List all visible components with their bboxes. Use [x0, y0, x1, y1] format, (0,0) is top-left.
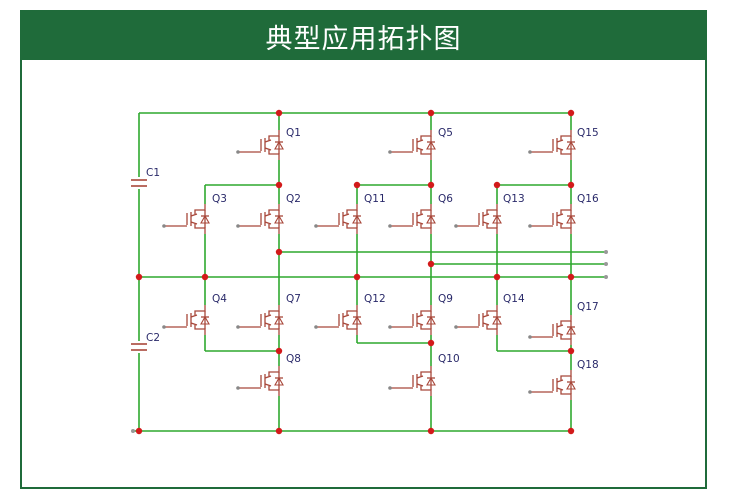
junction-node: [427, 260, 435, 268]
igbt-q17: [528, 315, 576, 345]
diagram-title: 典型应用拓扑图: [265, 23, 462, 55]
igbt-q12: [314, 305, 362, 335]
label-q15: Q15: [577, 127, 599, 139]
junction-node: [567, 273, 575, 281]
devices: [131, 130, 576, 400]
label-q8: Q8: [286, 353, 301, 365]
label-c1: C1: [146, 167, 160, 179]
capacitor-c1: [131, 179, 147, 187]
igbt-q4: [162, 305, 210, 335]
diagram-frame: 典型应用拓扑图: [20, 10, 707, 489]
label-q12: Q12: [364, 293, 386, 305]
igbt-q7: [236, 305, 284, 335]
igbt-q13: [454, 204, 502, 234]
junction-node: [427, 181, 435, 189]
junction-node: [493, 273, 501, 281]
junction-node: [567, 109, 575, 117]
junction-node: [135, 273, 143, 281]
title-banner: 典型应用拓扑图: [22, 12, 705, 60]
junction-node: [567, 347, 575, 355]
label-q13: Q13: [503, 193, 525, 205]
igbt-q6: [388, 204, 436, 234]
junction-node: [275, 109, 283, 117]
igbt-q14: [454, 305, 502, 335]
igbt-q5: [388, 130, 436, 160]
igbt-q16: [528, 204, 576, 234]
junction-node: [275, 181, 283, 189]
capacitor-c2: [131, 343, 147, 351]
igbt-q15: [528, 130, 576, 160]
label-q11: Q11: [364, 193, 386, 205]
terminal-node: [604, 262, 608, 266]
igbt-q2: [236, 204, 284, 234]
label-q2: Q2: [286, 193, 301, 205]
label-q9: Q9: [438, 293, 453, 305]
junction-node: [427, 427, 435, 435]
igbt-q8: [236, 366, 284, 396]
igbt-q9: [388, 305, 436, 335]
label-q5: Q5: [438, 127, 453, 139]
label-q7: Q7: [286, 293, 301, 305]
junction-node: [427, 109, 435, 117]
junction-node: [275, 347, 283, 355]
junction-node: [493, 181, 501, 189]
junction-node: [427, 339, 435, 347]
junction-node: [201, 273, 209, 281]
junction-node: [567, 427, 575, 435]
label-q4: Q4: [212, 293, 227, 305]
junction-node: [567, 181, 575, 189]
junction-node: [135, 427, 143, 435]
wires: [133, 112, 606, 432]
label-q16: Q16: [577, 193, 599, 205]
terminal-node: [604, 275, 608, 279]
junction-node: [353, 181, 361, 189]
igbt-q1: [236, 130, 284, 160]
igbt-q3: [162, 204, 210, 234]
label-q10: Q10: [438, 353, 460, 365]
label-q17: Q17: [577, 301, 599, 313]
junction-node: [275, 427, 283, 435]
label-q3: Q3: [212, 193, 227, 205]
igbt-q10: [388, 366, 436, 396]
label-q18: Q18: [577, 359, 599, 371]
junction-node: [275, 248, 283, 256]
label-c2: C2: [146, 332, 160, 344]
terminal-node: [604, 250, 608, 254]
terminal-node: [131, 429, 135, 433]
label-q6: Q6: [438, 193, 453, 205]
junction-node: [353, 273, 361, 281]
igbt-q11: [314, 204, 362, 234]
label-q1: Q1: [286, 127, 301, 139]
igbt-q18: [528, 370, 576, 400]
label-q14: Q14: [503, 293, 525, 305]
junction-nodes: [131, 109, 608, 435]
